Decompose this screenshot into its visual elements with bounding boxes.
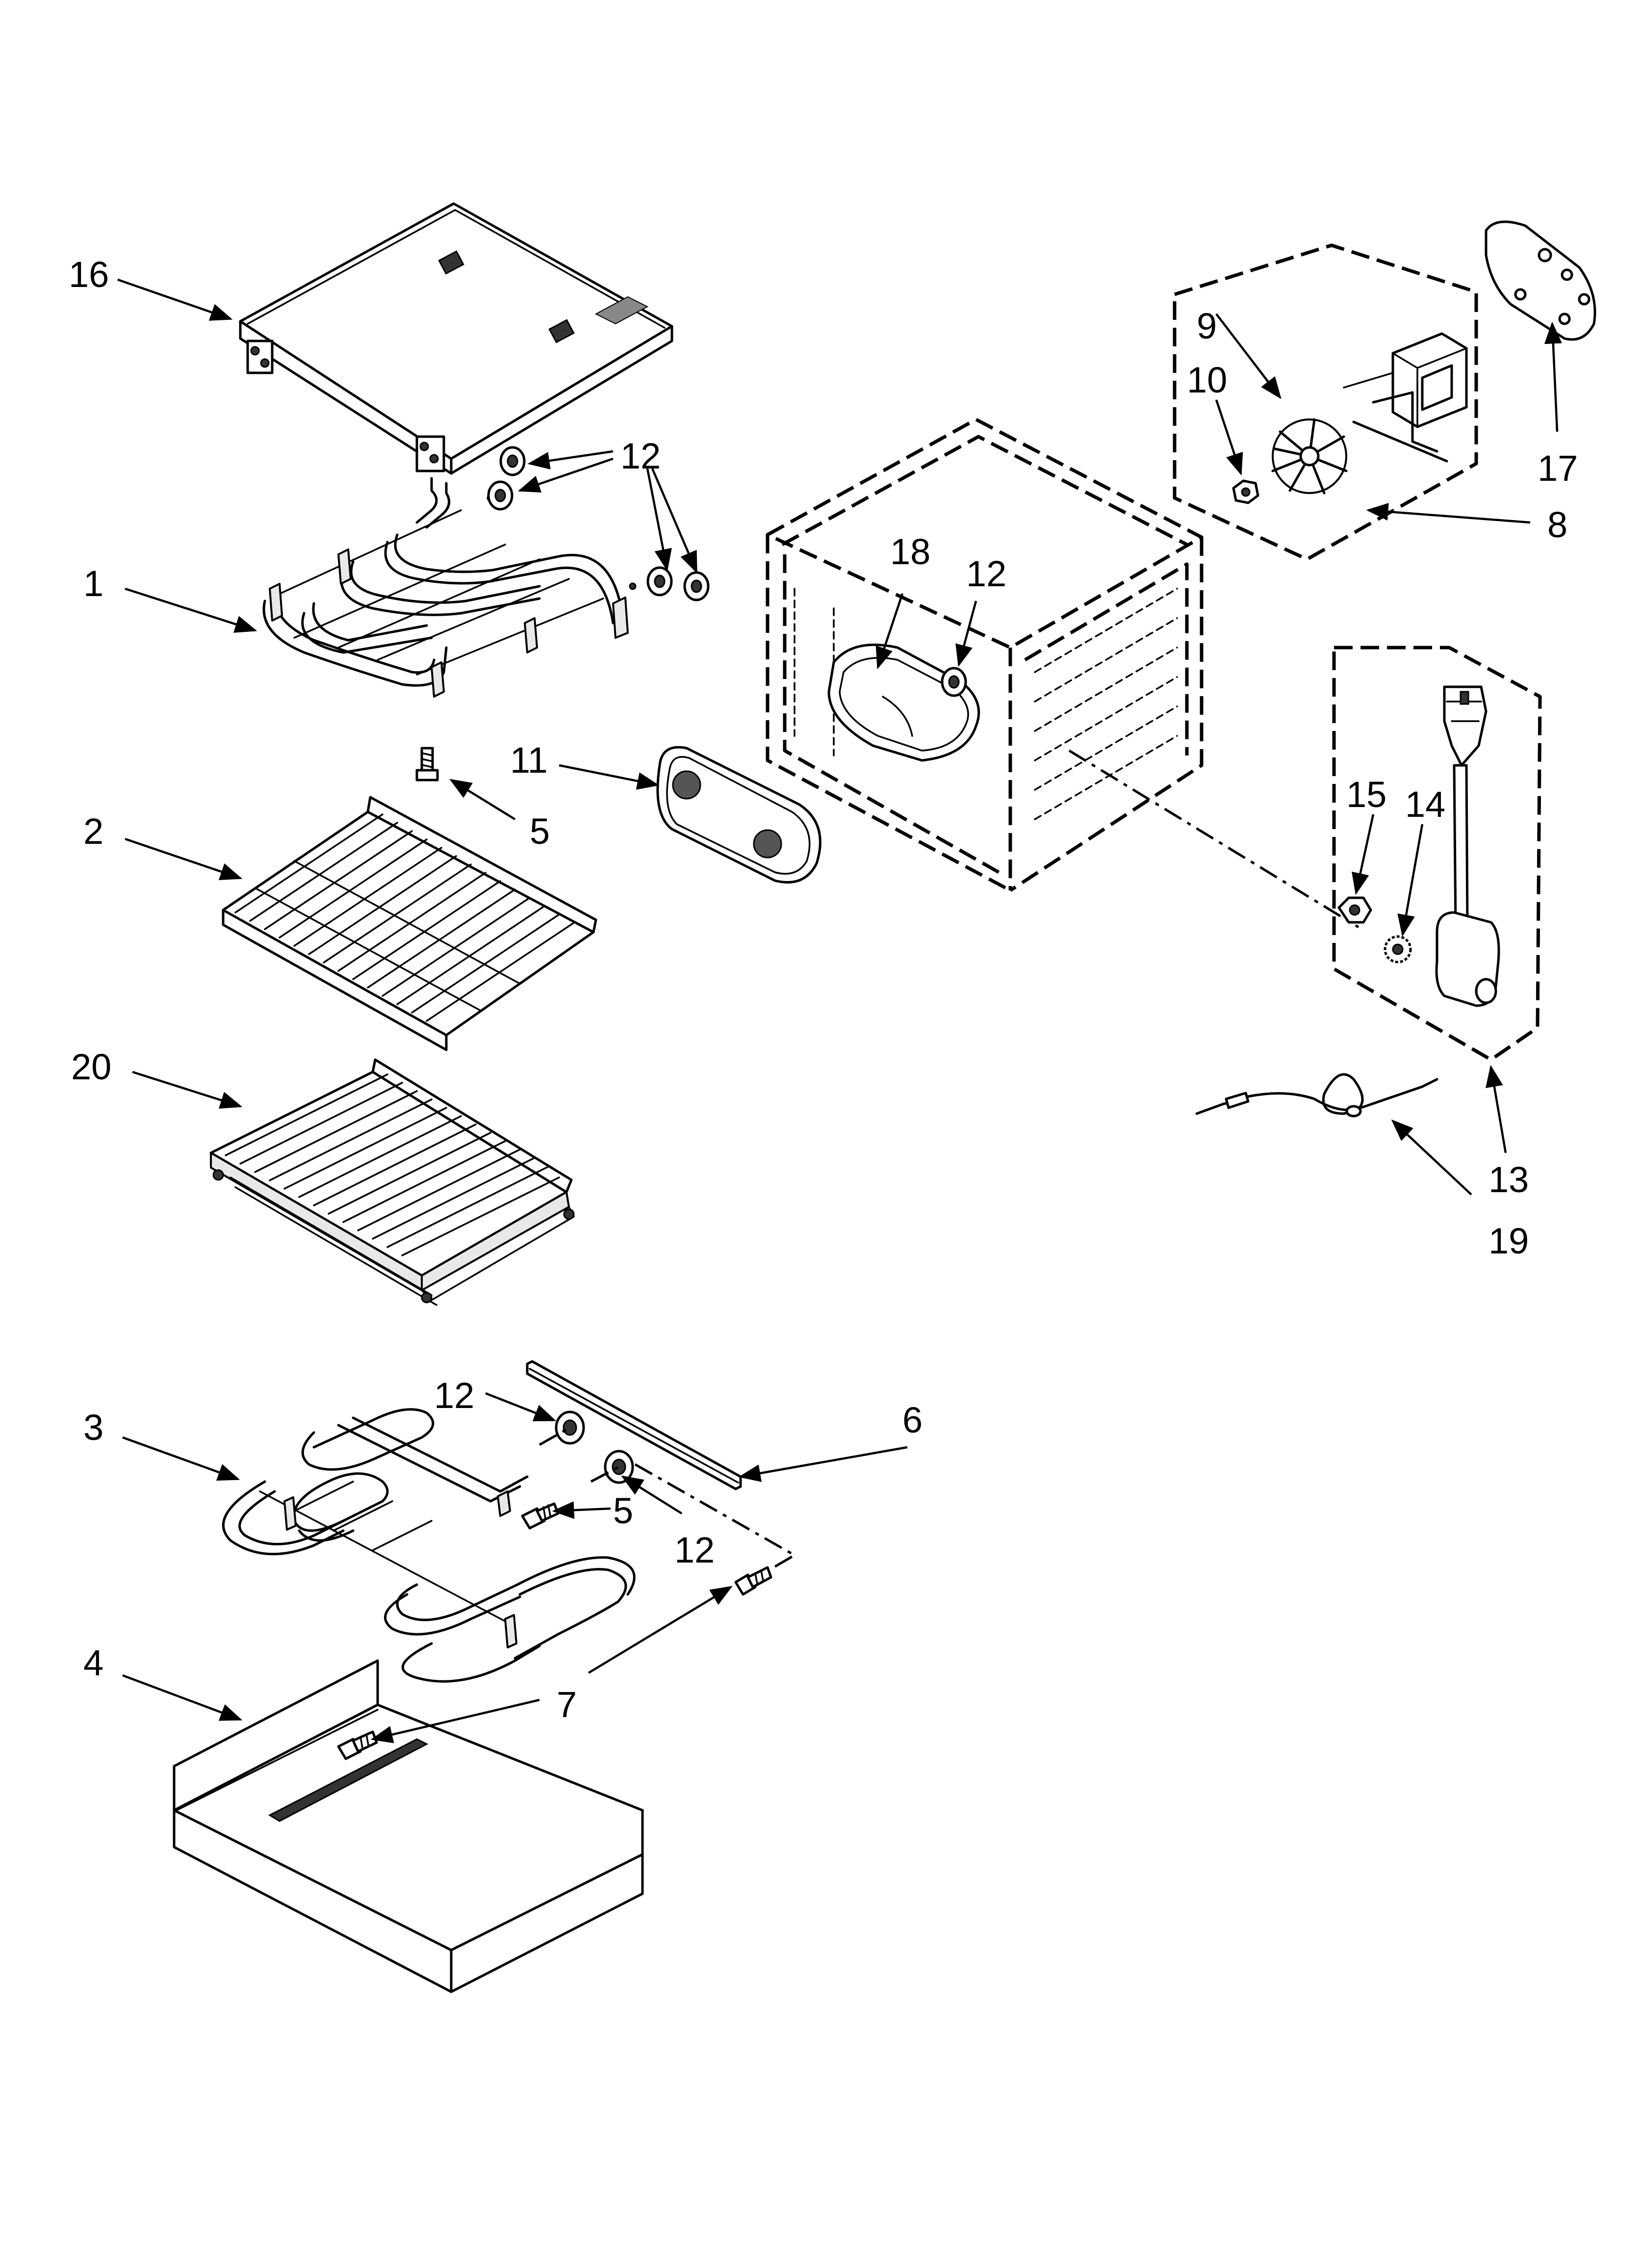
callout-5-upper: 5 — [530, 811, 550, 852]
callout-16: 16 — [69, 254, 109, 295]
top-cover-panel — [239, 202, 673, 475]
callout-11: 11 — [510, 740, 548, 781]
oven-rack — [222, 796, 597, 1051]
callout-15: 15 — [1346, 774, 1386, 815]
upper-heating-element — [262, 477, 637, 698]
screw-upper — [415, 747, 439, 782]
callout-3: 3 — [83, 1407, 103, 1448]
callout-6: 6 — [902, 1400, 923, 1440]
meat-probe — [1195, 1073, 1438, 1118]
callout-12-lower-bottom: 12 — [674, 1530, 715, 1570]
callout-12-top: 12 — [620, 436, 661, 476]
callout-12-lower-top: 12 — [434, 1375, 474, 1416]
washer-set-upper — [487, 446, 710, 601]
callout-labels: 16 12 1 5 2 20 11 18 12 9 10 8 17 15 14 … — [69, 254, 1578, 1725]
probe-receptacle-assembly — [1332, 646, 1542, 1062]
bolt-right — [734, 1566, 772, 1596]
washer-set-lower — [539, 1410, 797, 1574]
callout-4: 4 — [83, 1642, 103, 1683]
callout-1: 1 — [83, 563, 103, 604]
callout-17: 17 — [1538, 448, 1578, 489]
callout-2: 2 — [83, 811, 103, 852]
callout-13: 13 — [1488, 1159, 1529, 1200]
callout-14: 14 — [1405, 784, 1445, 825]
screw-lower — [521, 1502, 560, 1530]
light-assembly — [656, 746, 821, 884]
fan-gasket — [1485, 220, 1596, 341]
callout-12-cavity: 12 — [966, 553, 1006, 594]
callout-10: 10 — [1187, 360, 1227, 400]
callout-18: 18 — [890, 531, 930, 572]
callout-7: 7 — [557, 1684, 577, 1725]
oven-cavity — [766, 417, 1360, 929]
callout-20: 20 — [71, 1046, 111, 1087]
callout-8: 8 — [1547, 504, 1567, 545]
bottom-tray — [173, 1659, 644, 1993]
element-bracket — [526, 1360, 742, 1490]
callout-9: 9 — [1197, 306, 1217, 346]
leader-lines — [117, 278, 1562, 1744]
lower-heating-element — [222, 1408, 636, 1683]
callout-19: 19 — [1488, 1221, 1529, 1261]
callout-5-lower: 5 — [613, 1490, 633, 1531]
convection-fan-assembly — [1173, 243, 1478, 561]
roller-oven-rack — [209, 1058, 575, 1306]
